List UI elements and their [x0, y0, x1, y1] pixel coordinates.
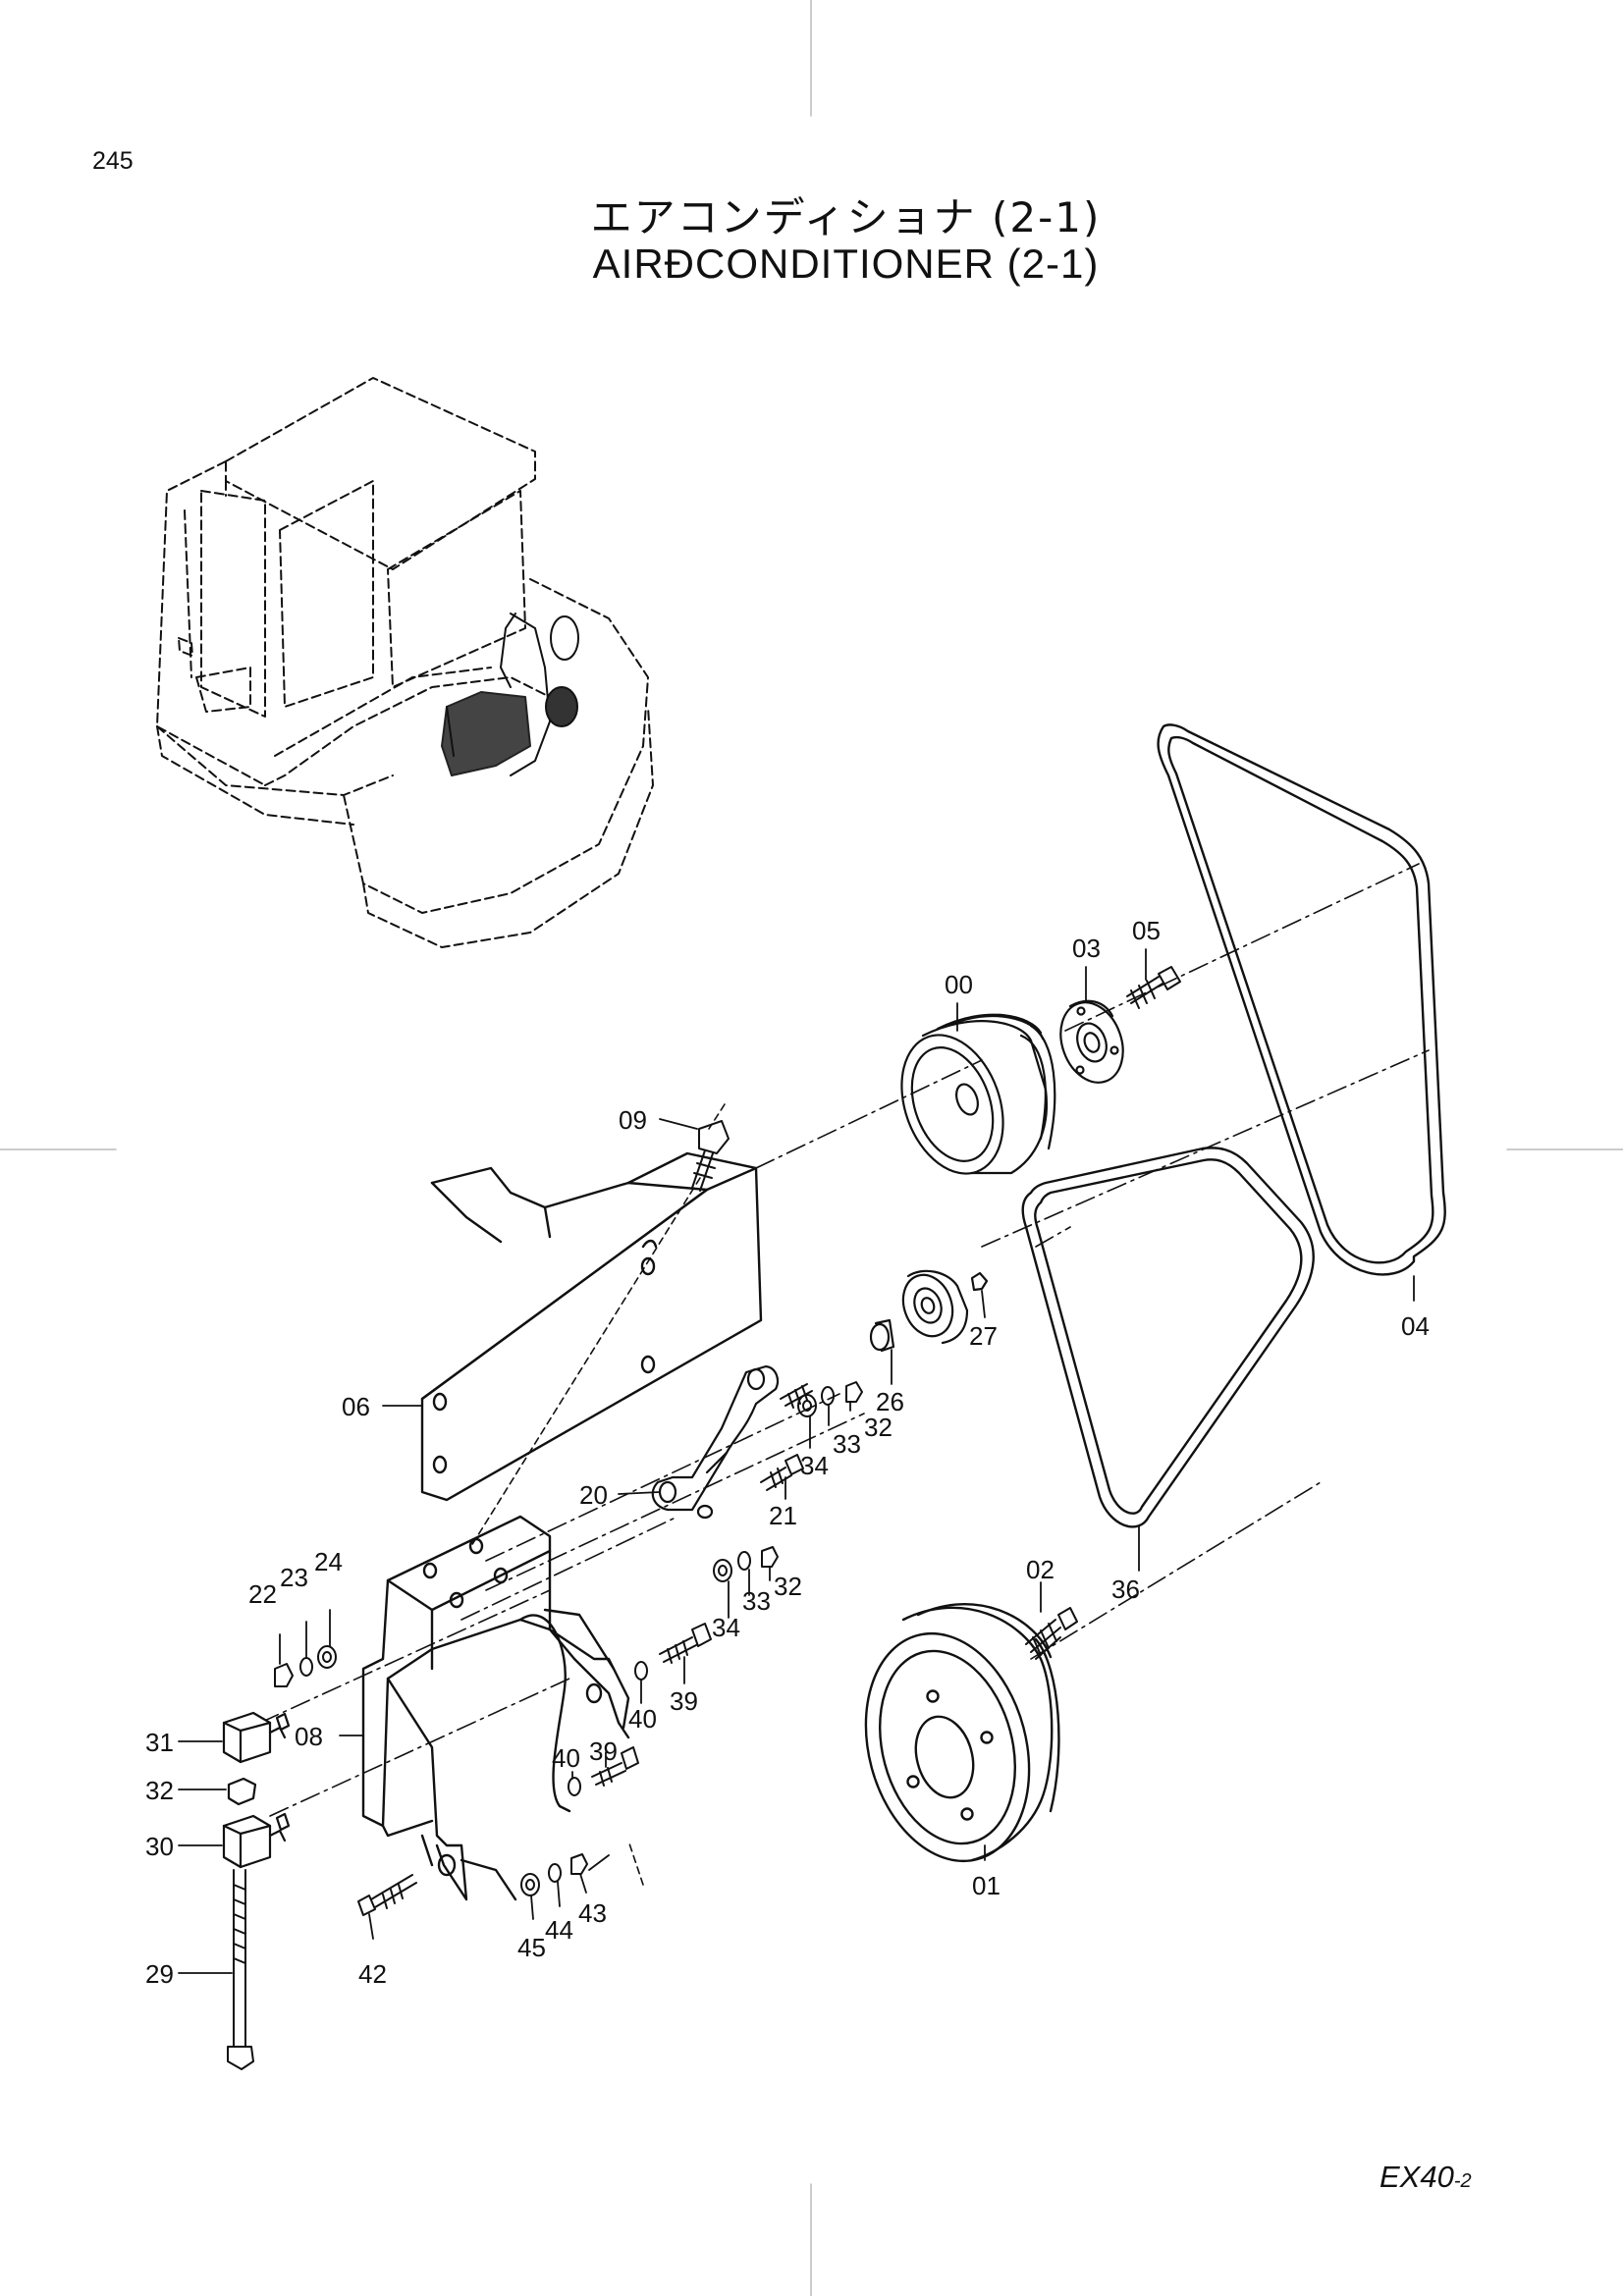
bracket-plate-06 — [420, 1151, 763, 1502]
part-label-04: 04 — [1401, 1311, 1430, 1341]
part-label-45: 45 — [517, 1933, 546, 1962]
adjuster-block-31 — [222, 1711, 291, 1764]
bolt-21 — [760, 1454, 804, 1491]
part-label-40-upper: 40 — [628, 1704, 657, 1734]
part-label-05: 05 — [1132, 916, 1161, 945]
part-label-21: 21 — [769, 1501, 797, 1530]
part-label-00: 00 — [945, 970, 973, 999]
bolt-42 — [357, 1874, 417, 1916]
cab-engine-bay-detail — [441, 613, 579, 776]
part-label-03: 03 — [1072, 934, 1101, 963]
part-label-42: 42 — [358, 1959, 387, 1989]
part-label-23: 23 — [280, 1563, 308, 1592]
part-label-24: 24 — [314, 1547, 343, 1576]
part-label-40-lower: 40 — [552, 1743, 580, 1773]
bolt-02 — [1025, 1607, 1078, 1660]
part-label-32-middle: 32 — [774, 1572, 802, 1601]
bolt-39-upper — [634, 1623, 712, 1681]
part-label-34-middle: 34 — [712, 1613, 740, 1642]
compressor-pulley-00 — [900, 1013, 1056, 1175]
idler-pulley — [901, 1269, 989, 1345]
part-label-32-left: 32 — [145, 1776, 174, 1805]
page-title-japanese: エアコンディショナ (2-1) — [590, 193, 1102, 241]
part-label-34-upper: 34 — [800, 1451, 829, 1480]
part-labels: 00 03 05 09 04 06 27 26 32 33 34 20 21 3… — [145, 916, 1430, 1989]
washer-nut-set-left — [274, 1645, 337, 1687]
part-label-20: 20 — [579, 1480, 608, 1510]
part-label-32-upper: 32 — [864, 1413, 893, 1442]
part-label-27: 27 — [969, 1321, 998, 1351]
model-designation: EX40-2 — [1380, 2160, 1472, 2195]
part-label-08: 08 — [295, 1722, 323, 1751]
model-suffix: -2 — [1453, 2170, 1472, 2192]
part-label-30: 30 — [145, 1832, 174, 1861]
washer-nut-set-lower — [520, 1853, 588, 1896]
leader-lines — [178, 948, 1415, 1974]
part-label-02: 02 — [1026, 1555, 1055, 1584]
excavator-cab-overview — [156, 377, 654, 948]
part-label-33-middle: 33 — [742, 1586, 771, 1616]
part-label-06: 06 — [342, 1392, 370, 1421]
page-number: 245 — [92, 147, 134, 175]
part-label-22: 22 — [248, 1579, 277, 1609]
adjusting-bolt-29 — [227, 1869, 254, 2070]
part-label-36: 36 — [1111, 1575, 1140, 1604]
v-belt-04 — [1157, 723, 1446, 1276]
part-label-26: 26 — [876, 1387, 904, 1416]
bracket-08 — [361, 1515, 630, 1901]
bolt-39-lower — [568, 1746, 639, 1796]
part-label-43: 43 — [578, 1898, 607, 1928]
washer-nut-set-middle — [713, 1546, 779, 1582]
part-label-39-upper: 39 — [670, 1686, 698, 1716]
part-label-31: 31 — [145, 1728, 174, 1757]
model-name: EX40 — [1380, 2160, 1454, 2194]
washer-nut-set-upper — [797, 1381, 863, 1417]
crank-pulley-01 — [864, 1603, 1060, 1863]
adjusting-link-20 — [651, 1364, 780, 1520]
page-title-english: AIRÐCONDITIONER (2-1) — [592, 240, 1100, 287]
part-label-29: 29 — [145, 1959, 174, 1989]
part-label-44: 44 — [545, 1915, 573, 1945]
part-label-01: 01 — [972, 1871, 1001, 1900]
adjuster-block-30 — [222, 1812, 291, 1869]
part-label-09: 09 — [619, 1105, 647, 1135]
part-label-33-upper: 33 — [833, 1429, 861, 1459]
clutch-hub-03 — [1059, 999, 1124, 1084]
nut-32-left — [227, 1777, 257, 1806]
bolt-05 — [1126, 966, 1181, 1009]
v-belt-36 — [1021, 1147, 1315, 1528]
bolt-09 — [691, 1120, 730, 1192]
part-label-39-lower: 39 — [589, 1736, 618, 1766]
spacer-26 — [869, 1318, 895, 1353]
